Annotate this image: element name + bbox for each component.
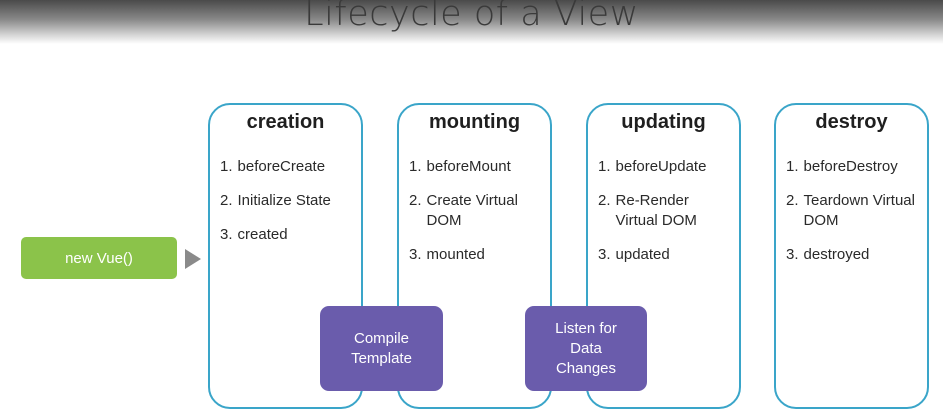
step-list: 1.beforeCreate 2.Initialize State 3.crea… — [220, 157, 357, 259]
step-item: 3.destroyed — [786, 246, 870, 263]
stage-title: mounting — [428, 111, 521, 133]
step-item: 1.beforeCreate — [220, 158, 326, 175]
stage-title: creation — [246, 111, 325, 133]
new-vue-box[interactable]: new Vue() — [21, 237, 177, 279]
step-list: 1.beforeMount 2.Create Virtual DOM 3.mou… — [409, 157, 546, 279]
stage-destroy: destroy 1.beforeDestroy 2.Teardown Virtu… — [774, 103, 929, 409]
stage-creation: creation 1.beforeCreate 2.Initialize Sta… — [208, 103, 363, 409]
step-item: 1.beforeDestroy — [786, 158, 898, 175]
step-list: 1.beforeUpdate 2.Re-Render Virtual DOM 3… — [598, 157, 735, 279]
step-item: 3.mounted — [409, 246, 485, 263]
compile-template-box: Compile Template — [320, 306, 443, 391]
step-list: 1.beforeDestroy 2.Teardown Virtual DOM 3… — [786, 157, 923, 279]
page-title: Lifecycle of a View — [304, 0, 639, 34]
step-item: 3.updated — [598, 246, 670, 263]
listen-data-changes-box: Listen for Data Changes — [525, 306, 647, 391]
stage-title: destroy — [815, 111, 888, 133]
step-item: 2.Create Virtual DOM — [409, 192, 518, 229]
step-item: 2.Re-Render Virtual DOM — [598, 192, 697, 229]
step-item: 2.Teardown Virtual DOM — [786, 192, 915, 229]
step-item: 1.beforeMount — [409, 158, 511, 175]
stage-title: updating — [621, 111, 706, 133]
arrow-right-icon — [185, 249, 201, 269]
step-item: 3.created — [220, 226, 288, 243]
step-item: 2.Initialize State — [220, 192, 331, 209]
title-bar: Lifecycle of a View — [0, 0, 943, 44]
step-item: 1.beforeUpdate — [598, 158, 707, 175]
